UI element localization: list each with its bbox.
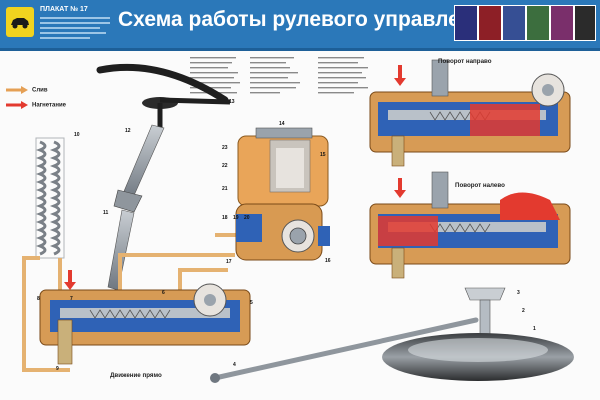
poster-thumbnail (574, 5, 596, 41)
poster-thumbnail (526, 5, 550, 41)
gearbox-turn-left (369, 171, 571, 279)
parts-list-lines (318, 57, 368, 94)
callout-17: 17 (226, 259, 232, 265)
callout-9: 9 (56, 366, 59, 372)
parts-list-col-2 (250, 56, 302, 137)
callout-13: 13 (229, 99, 235, 105)
callout-5: 5 (250, 300, 253, 306)
label-turn-right: Поворот направо (438, 58, 492, 65)
poster-thumbnail (502, 5, 526, 41)
poster-thumbnail (550, 5, 574, 41)
callout-15: 15 (320, 152, 326, 158)
drain-arrow-icon (6, 86, 28, 94)
callout-10: 10 (74, 132, 80, 138)
callout-18: 18 (222, 215, 228, 221)
gearbox-turn-right (369, 59, 571, 167)
callout-6: 6 (162, 290, 165, 296)
caption-line (40, 17, 110, 19)
caption-line (40, 27, 100, 29)
legend-pressure-label: Нагнетание (32, 102, 66, 109)
callout-4: 4 (233, 362, 236, 368)
callout-16: 16 (325, 258, 331, 264)
callout-23: 23 (222, 145, 228, 151)
label-straight: Движение прямо (110, 372, 162, 379)
callout-22: 22 (222, 163, 228, 169)
publisher-logo (6, 7, 34, 37)
caption-line (40, 22, 110, 24)
caption-line (40, 37, 90, 39)
parts-list-lines (250, 57, 300, 94)
header-bar: ПЛАКАТ № 17 Схема работы рулевого управл… (0, 0, 600, 51)
parts-list-col-3 (318, 56, 370, 137)
legend-drain-label: Слив (32, 87, 48, 94)
pressure-arrows (64, 65, 406, 290)
poster-title: Схема работы рулевого управления (118, 8, 498, 31)
callout-7: 7 (70, 296, 73, 302)
callout-21: 21 (222, 186, 228, 192)
poster-thumbnail (454, 5, 478, 41)
label-turn-left: Поворот налево (455, 182, 505, 189)
callout-8: 8 (37, 296, 40, 302)
callout-11: 11 (103, 210, 109, 216)
callout-3: 3 (517, 290, 520, 296)
legend-pressure: Нагнетание (6, 101, 66, 109)
steering-linkage (210, 287, 506, 383)
callout-20: 20 (244, 215, 250, 221)
pressure-arrow-icon (6, 101, 28, 109)
oil-cooler (35, 137, 65, 259)
poster-thumbnail (478, 5, 502, 41)
callout-1: 1 (533, 326, 536, 332)
poster-id: ПЛАКАТ № 17 (40, 6, 88, 13)
callout-14: 14 (279, 121, 285, 127)
legend-drain: Слив (6, 86, 48, 94)
front-wheel (382, 333, 574, 381)
steering-column (107, 124, 165, 291)
car-logo-icon (11, 18, 29, 29)
caption-line (40, 32, 106, 34)
callout-12: 12 (125, 128, 131, 134)
callout-19: 19 (233, 215, 239, 221)
pump-reservoir (235, 127, 330, 261)
steering-wheel (96, 63, 231, 128)
callout-2: 2 (522, 308, 525, 314)
gearbox-straight (39, 283, 251, 365)
